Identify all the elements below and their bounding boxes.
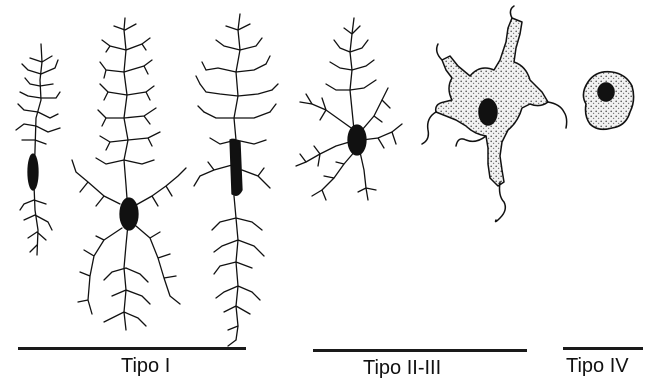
- group-underline-tipo-i: [18, 347, 246, 350]
- ramified-microglia-cell: [72, 18, 186, 330]
- group-label-tipo-i: Tipo I: [121, 355, 170, 378]
- bipolar-microglia-cell: [16, 44, 60, 255]
- group-label-tipo-iv: Tipo IV: [566, 355, 629, 378]
- group-underline-tipo-iv: [563, 347, 643, 350]
- group-label-tipo-ii-iii: Tipo II-III: [363, 357, 441, 380]
- hypertrophic-microglia-cell: [296, 18, 402, 200]
- round-microglia-cell: [583, 72, 633, 130]
- group-underline-tipo-ii-iii: [313, 349, 527, 352]
- amoeboid-microglia-cell: [422, 6, 567, 222]
- rod-microglia-cell: [194, 14, 278, 346]
